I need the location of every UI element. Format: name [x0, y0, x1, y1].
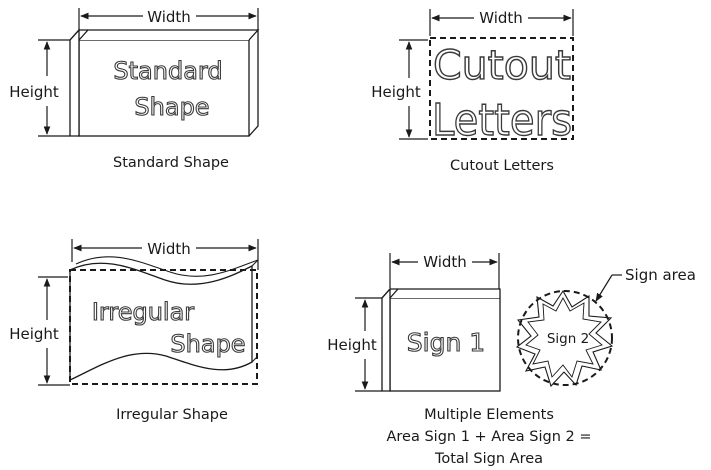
standard-sign-text-line2: Shape: [134, 93, 209, 121]
sign2-text: Sign 2: [547, 331, 589, 347]
height-dimension-standard: Height: [9, 39, 70, 137]
cutout-sign-text-line1: Cutout: [433, 43, 571, 89]
sign1-text: Sign 1: [407, 328, 485, 357]
sign2-area-circle: [517, 290, 613, 386]
cutout-letters-caption: Cutout Letters: [450, 158, 554, 174]
multiple-elements-caption-line1: Multiple Elements: [424, 407, 554, 423]
multiple-elements-caption-line2: Area Sign 1 + Area Sign 2 =: [386, 429, 591, 445]
multiple-elements-caption-line3: Total Sign Area: [434, 451, 543, 467]
width-dimension-standard: Width: [78, 8, 259, 30]
sign-area-label: Sign area: [625, 266, 696, 284]
standard-shape-caption: Standard Shape: [113, 155, 229, 171]
sign-area-leader-line: [595, 274, 613, 302]
height-label: Height: [9, 83, 59, 101]
width-label: Width: [423, 253, 467, 271]
cutout-sign-text-line2: Letters: [432, 95, 572, 146]
irregular-sign-area-box: [69, 269, 258, 385]
height-label: Height: [371, 83, 421, 101]
standard-sign-box: [69, 28, 260, 137]
height-dimension-cutout: Height: [371, 39, 428, 140]
irregular-sign-text-line2: Shape: [170, 330, 245, 358]
irregular-sign-text-line1: Irregular: [92, 298, 194, 326]
irregular-sign-shape: [69, 256, 259, 382]
width-dimension-multiple: Width: [389, 253, 500, 290]
width-label: Width: [147, 8, 191, 26]
cutout-letters-panel: Width Height Cutout Letters Cutout Lette…: [371, 9, 574, 174]
irregular-shape-panel: Width Height Irregular Shape Irregular S…: [9, 239, 259, 423]
height-dimension-multiple: Height: [327, 297, 382, 392]
height-label: Height: [327, 336, 377, 354]
multiple-elements-panel: Width Height Sign 1 Sign 2 Sign area Mul…: [327, 253, 696, 467]
width-dimension-cutout: Width: [429, 9, 574, 36]
standard-sign-text-line1: Standard: [113, 57, 222, 85]
width-dimension-irregular: Width: [71, 239, 259, 270]
irregular-shape-caption: Irregular Shape: [116, 407, 228, 423]
sign1-box: [381, 287, 501, 392]
height-dimension-irregular: Height: [9, 276, 70, 386]
cutout-sign-area-box: [429, 37, 574, 140]
sign2-star: [515, 289, 614, 388]
width-label: Width: [147, 240, 191, 258]
height-label: Height: [9, 325, 59, 343]
width-label: Width: [479, 9, 523, 27]
standard-shape-panel: Width Height Standard Shape Standard Sha…: [9, 8, 260, 171]
